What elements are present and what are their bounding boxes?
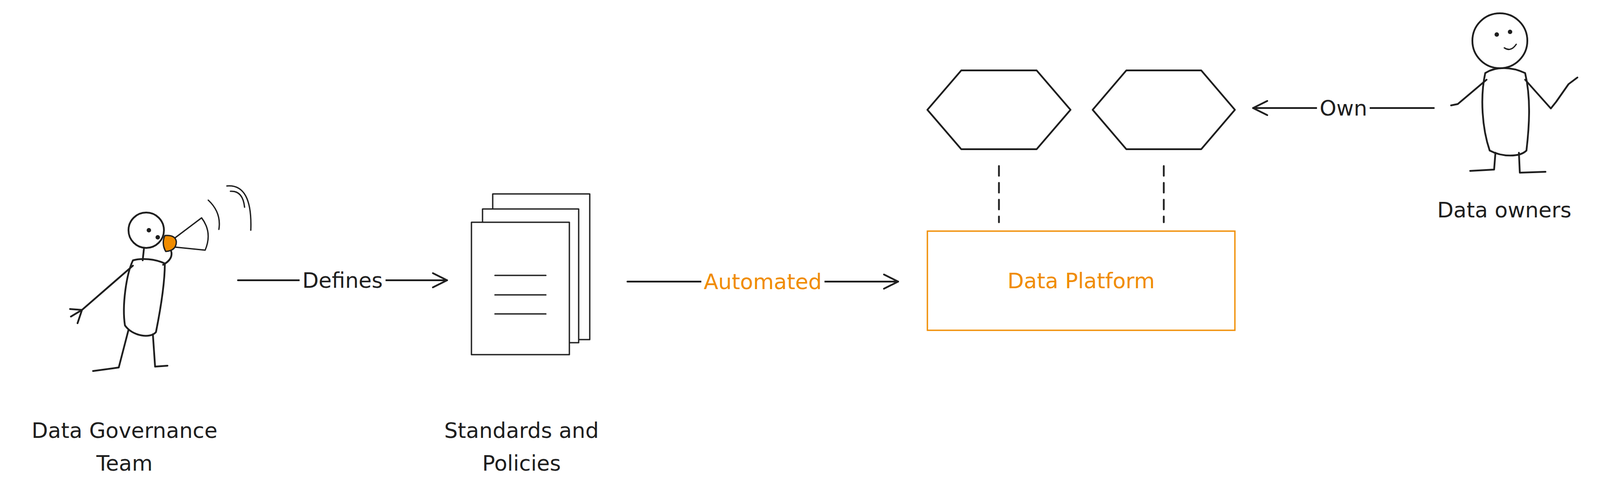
figure-eye: [1507, 29, 1513, 35]
figure-arm: [70, 265, 133, 324]
arrow-head: [432, 273, 448, 288]
figure-neck: [142, 248, 145, 261]
figure-eye: [146, 228, 152, 233]
actor-figure: Data owners: [1448, 10, 1582, 175]
hexagon-outline: [1092, 70, 1235, 150]
sound-wave: [226, 186, 251, 231]
document-stack-icon: [471, 194, 590, 355]
edge-label: Automated: [700, 268, 825, 296]
document-line: [494, 313, 546, 316]
node-label: Data Governance Team: [18, 414, 231, 480]
sound-wave: [230, 191, 245, 208]
connector-line: [998, 166, 1001, 223]
sound-wave: [208, 200, 220, 230]
edge-label: Own: [1316, 94, 1370, 122]
owner-figure: [1451, 13, 1578, 173]
hexagon-outline: [927, 70, 1071, 150]
figure-leg: [1518, 152, 1546, 173]
dashed-connector: [1163, 166, 1165, 223]
megaphone-mouthpiece: [163, 235, 177, 252]
figure-arm: [1525, 77, 1578, 109]
hexagon-node: [1091, 69, 1236, 151]
arrow-connector: [627, 274, 899, 289]
figure-leg: [152, 334, 168, 367]
hexagon-node: [926, 69, 1072, 151]
figure-arm: [163, 250, 172, 265]
hexagon-outline: [926, 69, 1072, 151]
actor-figure: Data Governance Team: [66, 183, 231, 375]
connector-line: [1163, 166, 1165, 223]
figure-leg: [1470, 152, 1496, 172]
arrow-head: [883, 274, 899, 289]
dashed-connector: [998, 166, 1001, 223]
megaphone-cone: [174, 218, 209, 251]
arrow-head: [1253, 101, 1268, 116]
connector-line: [237, 279, 448, 282]
hexagon-outline: [1091, 69, 1236, 151]
connector-line: [627, 280, 899, 283]
governance-figure: [70, 186, 251, 372]
document-line: [494, 294, 546, 296]
figure-leg: [93, 330, 129, 372]
figure-eye: [155, 235, 160, 240]
node-label: Standards and Policies: [415, 414, 628, 480]
platform-box: Data Platform: [926, 230, 1236, 332]
arrow-connector: [237, 273, 448, 288]
document-page: [471, 222, 570, 355]
figure-body: [124, 259, 165, 337]
figure-smile: [1504, 44, 1517, 50]
figure-head: [1472, 13, 1528, 69]
figure-head: [128, 212, 164, 249]
figure-arm: [1451, 79, 1487, 106]
node-label: Data Platform: [926, 230, 1236, 332]
arrow-connector: [1253, 101, 1434, 116]
document-stack: Standards and Policies: [471, 194, 590, 355]
connector-line: [1253, 107, 1434, 110]
edge-label: Defines: [299, 267, 386, 294]
figure-body: [1482, 68, 1530, 156]
node-label: Data owners: [1393, 193, 1600, 227]
document-line: [494, 275, 546, 277]
figure-eye: [1494, 32, 1499, 37]
